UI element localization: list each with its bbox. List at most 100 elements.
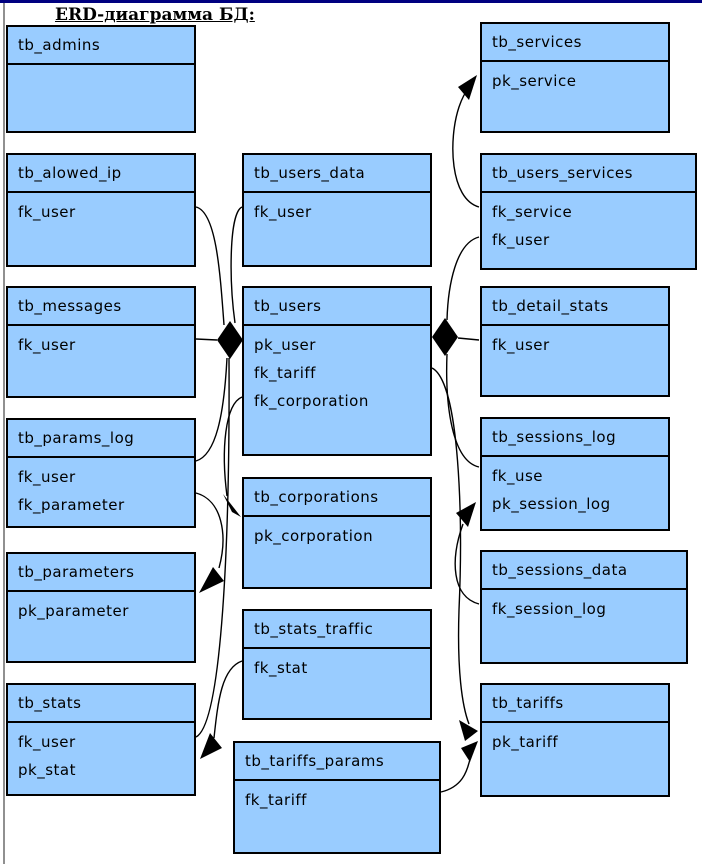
arrowhead-tb_tariffs-pk_tariff-lower [461,741,478,762]
table-title: tb_stats [8,685,194,723]
table-title: tb_tariffs [482,685,668,723]
table-tb_corporations: tb_corporations pk_corporation [242,477,432,589]
table-tb_admins: tb_admins [6,25,196,133]
field: fk_stat [254,659,308,677]
table-title: tb_tariffs_params [235,743,439,781]
field: fk_tariff [254,364,316,382]
table-fields [8,65,194,70]
table-title: tb_detail_stats [482,288,668,326]
table-fields: fk_stat [244,649,430,682]
table-fields: fk_tariff [235,781,439,814]
connector-tb_alowed_ip-fk_user-to-tb_users [195,206,225,326]
table-tb_sessions_data: tb_sessions_data fk_session_log [480,550,688,664]
field: pk_session_log [492,495,611,513]
table-title: tb_parameters [8,554,194,592]
field: fk_user [18,203,76,221]
page-title: ERD-диаграмма БД: [55,5,255,25]
table-fields: pk_user fk_tariff fk_corporation [244,326,430,415]
table-title: tb_corporations [244,479,430,517]
table-tb_params_log: tb_params_log fk_user fk_parameter [6,418,196,528]
table-title: tb_params_log [8,420,194,458]
field: fk_user [254,203,312,221]
table-tb_alowed_ip: tb_alowed_ip fk_user [6,153,196,267]
connector-tb_messages-fk_user-to-tb_users [195,338,218,341]
field: fk_user [492,336,550,354]
table-title: tb_messages [8,288,194,326]
connector-tb_stats_traffic-fk_stat-to-tb_stats [213,660,243,739]
diamond-anchor-tb_users-left [217,321,243,359]
table-tb_messages: tb_messages fk_user [6,286,196,398]
table-fields: pk_parameter [8,592,194,625]
table-title: tb_users [244,288,430,326]
field: fk_user [492,231,550,249]
table-tb_tariffs_params: tb_tariffs_params fk_tariff [233,741,441,854]
connector-tb_stats-fk_user-to-tb_users [195,357,230,738]
table-title: tb_sessions_log [482,419,668,457]
field: pk_parameter [18,602,129,620]
field: pk_tariff [492,733,559,751]
table-fields: fk_user [8,326,194,359]
connector-tb_sessions_log-fk_use-to-tb_users [445,353,480,468]
table-fields: fk_user pk_stat [8,723,194,784]
table-fields: fk_service fk_user [482,193,695,254]
table-fields: fk_user [244,193,430,226]
field: fk_corporation [254,392,369,410]
table-title: tb_users_services [482,155,695,193]
connector-tb_users_services-fk_user-to-tb_users [446,236,480,321]
table-fields: fk_user fk_parameter [8,458,194,519]
arrowhead-tb_tariffs-pk_tariff-upper [459,720,478,741]
table-tb_users_data: tb_users_data fk_user [242,153,432,267]
table-tb_sessions_log: tb_sessions_log fk_use pk_session_log [480,417,670,531]
connector-tb_users-fk_corporation-to-tb_corporations [223,396,243,497]
table-title: tb_users_data [244,155,430,193]
field: pk_user [254,336,316,354]
table-title: tb_alowed_ip [8,155,194,193]
connector-tb_params_log-fk_parameter-to-tb_parameters [195,492,224,569]
table-tb_tariffs: tb_tariffs pk_tariff [480,683,670,797]
table-tb_parameters: tb_parameters pk_parameter [6,552,196,663]
top-divider-rule [0,0,702,3]
table-fields: fk_user [482,326,668,359]
arrowhead-tb_sessions_log-pk_session_log [456,502,476,527]
table-tb_detail_stats: tb_detail_stats fk_user [480,286,670,397]
table-tb_services: tb_services pk_service [480,22,670,133]
field: fk_user [18,336,76,354]
arrowhead-tb_parameters-pk_parameter [199,567,224,593]
field: fk_user [18,733,76,751]
table-tb_stats_traffic: tb_stats_traffic fk_stat [242,609,432,720]
arrowhead-tb_services-pk_service [458,75,477,100]
arrowhead-tb_corporations-pk_corporation [223,494,241,517]
connector-tb_users-fk_tariff-to-tb_tariffs [431,367,470,725]
left-margin-rule [3,3,5,864]
table-tb_users_services: tb_users_services fk_service fk_user [480,153,697,270]
field: pk_stat [18,761,76,779]
arrowhead-tb_stats-pk_stat [200,733,222,759]
table-fields: pk_corporation [244,517,430,550]
table-title: tb_sessions_data [482,552,686,590]
field: fk_user [18,468,76,486]
table-tb_stats: tb_stats fk_user pk_stat [6,683,196,796]
table-fields: fk_user [8,193,194,226]
diamond-anchor-tb_users-right [432,318,458,356]
table-title: tb_stats_traffic [244,611,430,649]
table-fields: fk_use pk_session_log [482,457,668,518]
connector-tb_users_data-fk_user-to-tb_users [230,206,243,324]
field: fk_service [492,203,573,221]
field: fk_use [492,467,544,485]
table-fields: fk_session_log [482,590,686,623]
connector-tb_users_services-fk_service-to-tb_services [452,85,480,208]
field: fk_tariff [245,791,307,809]
field: pk_corporation [254,527,374,545]
field: fk_session_log [492,600,607,618]
table-tb_users: tb_users pk_user fk_tariff fk_corporatio… [242,286,432,456]
connector-tb_sessions_data-fk_session_log-to-tb_sessions_log [454,523,480,605]
field: pk_service [492,72,577,90]
table-title: tb_admins [8,27,194,65]
connector-tb_detail_stats-fk_user-to-tb_users [457,337,480,341]
connector-tb_tariffs_params-fk_tariff-to-tb_tariffs [440,758,471,793]
table-fields: pk_tariff [482,723,668,756]
connector-tb_params_log-fk_user-to-tb_users [195,357,228,462]
table-fields: pk_service [482,62,668,95]
table-title: tb_services [482,24,668,62]
